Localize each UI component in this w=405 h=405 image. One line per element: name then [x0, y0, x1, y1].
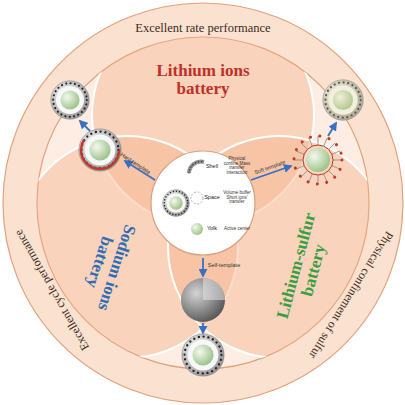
- part-function: Physical confine Mass transfer interacti…: [221, 157, 253, 176]
- battery-title: Lithium ions battery: [142, 62, 264, 98]
- shell-icon: [189, 162, 204, 173]
- part-function: Active center: [221, 227, 253, 232]
- hard-template-coated-sphere: [79, 129, 121, 171]
- method-label: Self-template: [208, 263, 240, 269]
- self-template-core: [181, 278, 225, 322]
- part-name: Yolk: [202, 226, 222, 232]
- micelle-template: [294, 136, 342, 184]
- ring-caption: Excellent rate performance: [103, 22, 303, 35]
- soft-template-sphere: [323, 80, 363, 120]
- yolk-shell-core: ShellPhysical confine Mass transfer inte…: [151, 151, 255, 255]
- part-name: Space: [202, 195, 222, 201]
- template-arrows: [80, 121, 336, 333]
- part-name: Shell: [202, 164, 222, 170]
- space-icon: [191, 192, 203, 204]
- yolk-icon: [191, 223, 203, 235]
- self-template-sphere: [182, 334, 224, 376]
- yolk-shell-sphere: [163, 190, 190, 217]
- hard-template-sphere: [51, 81, 89, 119]
- part-function: Volume buffer Short ions' transfer: [221, 191, 253, 205]
